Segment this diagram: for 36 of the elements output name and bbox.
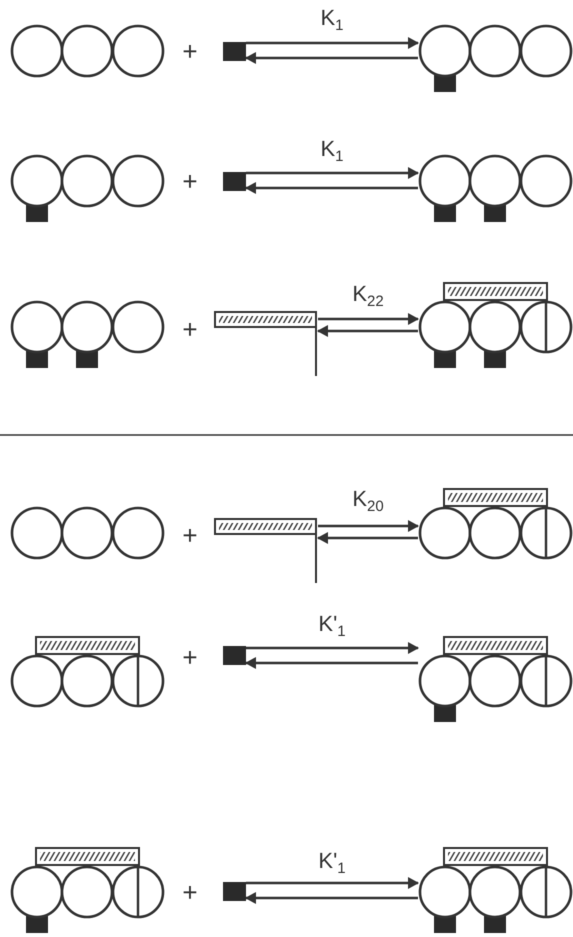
protein-complex-drawing	[418, 488, 573, 560]
ligand-drawing	[214, 518, 318, 583]
ligand-drawing	[214, 311, 318, 376]
arrow	[246, 37, 419, 49]
arrow	[245, 657, 418, 669]
arrow	[317, 325, 418, 337]
arrow	[246, 167, 419, 179]
arrow	[245, 182, 418, 194]
plus-sign: +	[182, 38, 198, 64]
ligand-square	[223, 42, 246, 61]
arrow	[318, 313, 419, 325]
protein-complex-drawing	[10, 636, 165, 708]
protein-complex-drawing	[418, 24, 573, 94]
protein-complex-drawing	[10, 154, 165, 224]
protein-complex-drawing	[10, 24, 165, 78]
protein-complex-drawing	[418, 154, 573, 224]
ligand-square	[223, 646, 246, 665]
protein-complex-drawing	[418, 636, 573, 724]
protein-complex-drawing	[10, 300, 165, 370]
plus-sign: +	[182, 879, 198, 905]
protein-complex-drawing	[418, 282, 573, 370]
arrow	[246, 642, 419, 654]
protein-complex-drawing	[418, 847, 573, 935]
protein-complex-drawing	[10, 506, 165, 560]
plus-sign: +	[182, 644, 198, 670]
arrow	[245, 892, 418, 904]
arrow	[245, 52, 418, 64]
arrow	[317, 532, 418, 544]
plus-sign: +	[182, 316, 198, 342]
plus-sign: +	[182, 522, 198, 548]
ligand-square	[223, 882, 246, 901]
arrow	[318, 520, 419, 532]
ligand-square	[223, 172, 246, 191]
arrow	[246, 877, 419, 889]
plus-sign: +	[182, 168, 198, 194]
protein-complex-drawing	[10, 847, 165, 935]
